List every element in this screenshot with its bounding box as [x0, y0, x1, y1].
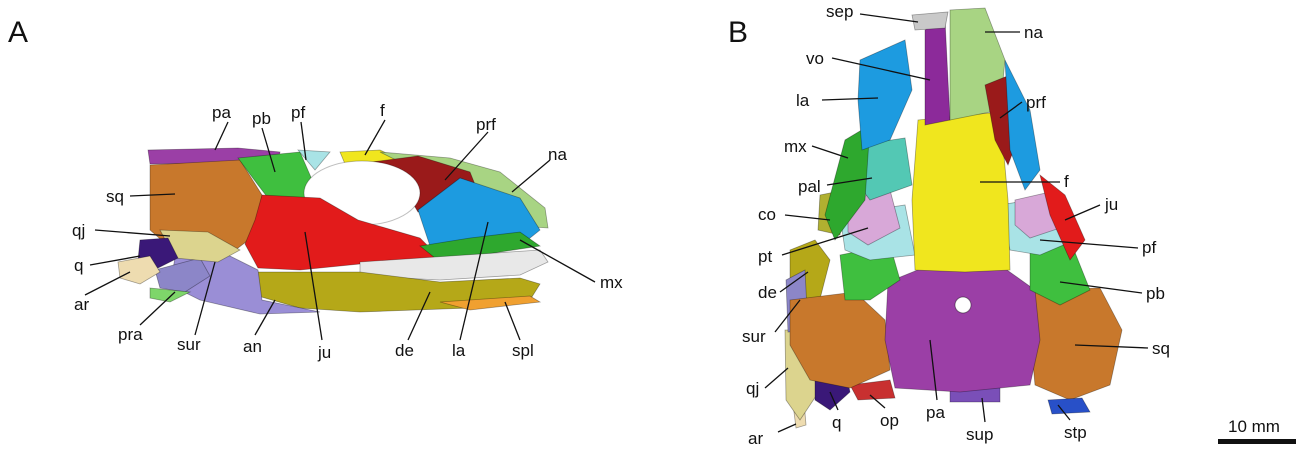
panel-letter-b: B [728, 16, 748, 49]
bone-la-dorsal-right [1005, 60, 1040, 190]
pineal-foramen [955, 297, 971, 313]
label-b-pt: pt [758, 247, 772, 266]
label-b-na: na [1024, 23, 1043, 42]
label-b-f: f [1064, 172, 1069, 191]
label-b-vo: vo [806, 49, 824, 68]
label-b-op: op [880, 411, 899, 430]
label-b-la: la [796, 91, 810, 110]
label-a-f: f [380, 101, 385, 120]
label-b-q: q [832, 413, 841, 432]
label-a-de: de [395, 341, 414, 360]
label-a-sq: sq [106, 187, 124, 206]
label-b-pb: pb [1146, 284, 1165, 303]
label-b-ju: ju [1104, 195, 1118, 214]
label-b-sur: sur [742, 327, 766, 346]
bone-la-dorsal [858, 40, 912, 150]
label-b-qj: qj [746, 379, 759, 398]
label-b-mx: mx [784, 137, 807, 156]
label-a-ju: ju [317, 343, 331, 362]
scale-bar [1218, 439, 1296, 444]
label-a-na: na [548, 145, 567, 164]
label-a-spl: spl [512, 341, 534, 360]
label-b-stp: stp [1064, 423, 1087, 442]
label-a-qj: qj [72, 221, 85, 240]
bone-vo-dorsal [925, 20, 950, 125]
skull-lateral-view [118, 148, 548, 314]
label-b-de: de [758, 283, 777, 302]
label-a-prf: prf [476, 115, 496, 134]
label-b-co: co [758, 205, 776, 224]
label-a-sur: sur [177, 335, 201, 354]
label-b-pf: pf [1142, 238, 1156, 257]
label-b-ar: ar [748, 429, 763, 448]
panel-letter-a: A [8, 16, 28, 49]
label-b-prf: prf [1026, 93, 1046, 112]
label-a-ar: ar [74, 295, 89, 314]
label-a-la: la [452, 341, 466, 360]
bone-sep-dorsal [912, 12, 948, 30]
label-b-sup: sup [966, 425, 993, 444]
label-b-pa: pa [926, 403, 945, 422]
label-b-pal: pal [798, 177, 821, 196]
label-a-pf: pf [291, 103, 305, 122]
label-a-q: q [74, 256, 83, 275]
label-a-pra: pra [118, 325, 143, 344]
label-b-sep: sep [826, 2, 853, 21]
scale-bar-label: 10 mm [1228, 417, 1280, 436]
label-a-pa: pa [212, 103, 231, 122]
label-a-an: an [243, 337, 262, 356]
label-a-pb: pb [252, 109, 271, 128]
bone-pa-dorsal [885, 265, 1040, 392]
label-a-mx: mx [600, 273, 623, 292]
label-b-sq: sq [1152, 339, 1170, 358]
bone-stp-dorsal [1048, 398, 1090, 414]
bone-sq-dorsal-right [1030, 288, 1122, 400]
skull-dorsal-view [785, 8, 1122, 428]
